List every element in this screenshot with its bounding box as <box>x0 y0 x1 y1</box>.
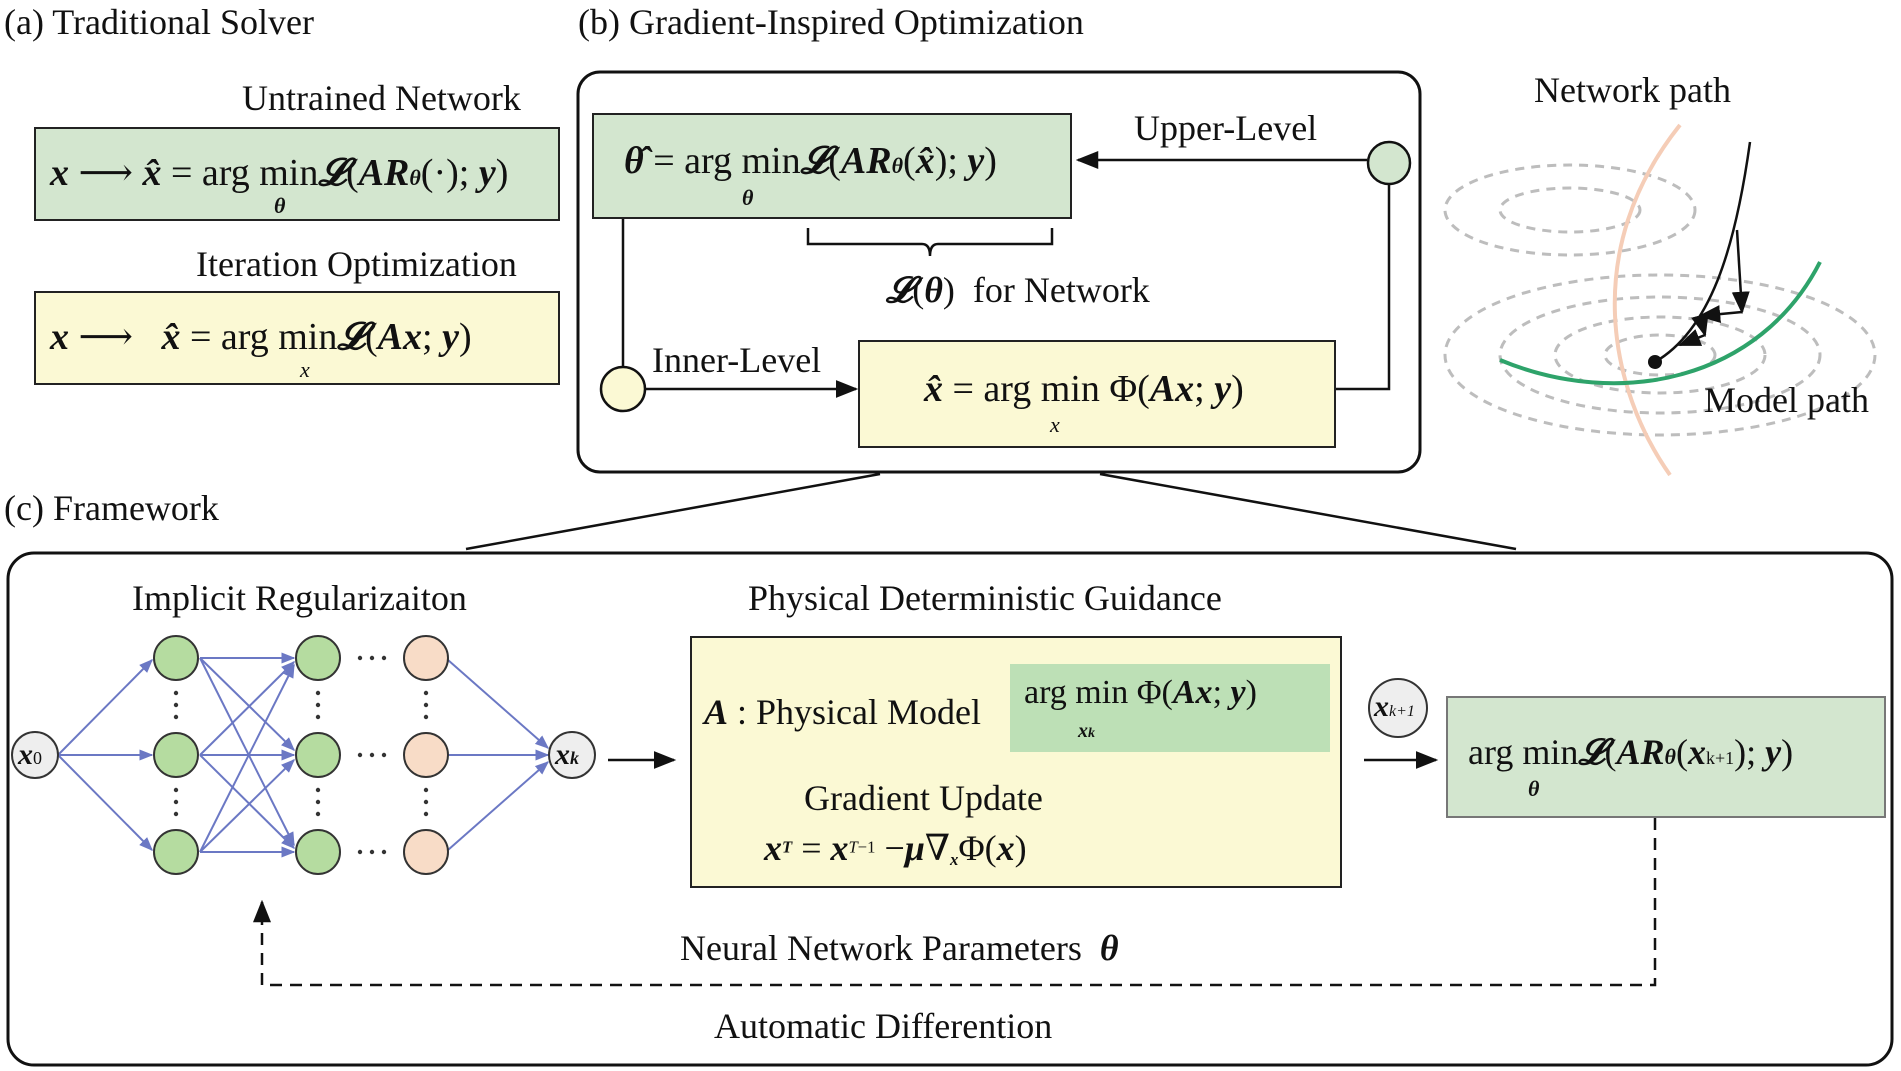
theta-subscript: θ <box>274 193 286 218</box>
panel-b-title: (b) Gradient-Inspired Optimization <box>578 2 1084 42</box>
network-path-line <box>1654 141 1752 364</box>
panel-a-title: (a) Traditional Solver <box>4 2 314 42</box>
model-path-label: Model path <box>1704 380 1869 420</box>
network-path-label: Network path <box>1534 70 1731 110</box>
argmin-phi-equation: arg min Φ(Ax; y) <box>1024 674 1257 711</box>
optimum-point <box>1648 355 1662 369</box>
gradient-update-equation: xT = xT−1 −μ∇xΦ(x) <box>764 828 1027 869</box>
network-parameters-label: Neural Network Parameters θ <box>680 928 1119 968</box>
iteration-optimization-equation: x ⟶ x̂ = arg min𝓛(Ax; y) <box>50 313 472 358</box>
upper-level-label: Upper-Level <box>1134 108 1318 148</box>
upper-level-box: θ̂ = arg min𝓛(ARθ(x̂); y) θ <box>592 113 1072 219</box>
inner-level-label: Inner-Level <box>652 340 822 380</box>
model-path-curve <box>1499 261 1822 386</box>
network-graph <box>11 635 1428 875</box>
panel-c-title: (c) Framework <box>4 488 219 528</box>
inner-level-equation: x̂ = arg min Φ(Ax; y) <box>924 368 1244 410</box>
loss-network-label: 𝓛(θ) for Network <box>886 269 1150 311</box>
network-path-curve <box>1612 123 1682 477</box>
xk-node-label: xk <box>555 738 579 771</box>
inner-level-box: x̂ = arg min Φ(Ax; y) x <box>858 340 1336 448</box>
xk1-node-label: xk+1 <box>1374 690 1415 723</box>
physical-model-text: A : Physical Model <box>704 692 981 732</box>
contour-illustration <box>1443 123 1877 477</box>
implicit-regularization-label: Implicit Regularizaiton <box>132 578 467 618</box>
gradient-update-label: Gradient Update <box>804 778 1043 818</box>
untrained-network-label: Untrained Network <box>242 78 521 118</box>
inner-level-node <box>599 365 647 413</box>
argmin-phi-box: arg min Φ(Ax; y) xk <box>1010 664 1330 752</box>
upper-right-connector <box>1335 184 1391 391</box>
output-equation: arg min𝓛(ARθ(xk+1); y) <box>1468 731 1794 773</box>
physical-model-box: A : Physical Model arg min Φ(Ax; y) xk G… <box>690 636 1342 888</box>
untrained-network-box: x ⟶ x̂ = arg min𝓛(ARθ(·); y) θ <box>34 127 560 221</box>
panel-c-frame <box>6 551 1894 1067</box>
iteration-optimization-box: x ⟶ x̂ = arg min𝓛(Ax; y) x <box>34 291 560 385</box>
upper-level-equation: θ̂ = arg min𝓛(ARθ(x̂); y) <box>624 137 997 182</box>
upper-level-node <box>1366 140 1412 186</box>
iteration-optimization-label: Iteration Optimization <box>196 244 517 284</box>
feedback-dashed-arrow <box>253 818 1657 987</box>
automatic-differentiation-label: Automatic Differention <box>714 1006 1053 1046</box>
zoom-line-left <box>465 472 881 551</box>
output-box: arg min𝓛(ARθ(xk+1); y) θ <box>1446 696 1886 818</box>
x0-node-label: x0 <box>18 738 42 771</box>
untrained-network-equation: x ⟶ x̂ = arg min𝓛(ARθ(·); y) <box>50 149 509 194</box>
zoom-line-right <box>1099 472 1517 551</box>
loss-brace <box>806 228 1054 257</box>
physical-guidance-label: Physical Deterministic Guidance <box>748 578 1222 618</box>
panel-b-frame <box>576 70 1422 474</box>
